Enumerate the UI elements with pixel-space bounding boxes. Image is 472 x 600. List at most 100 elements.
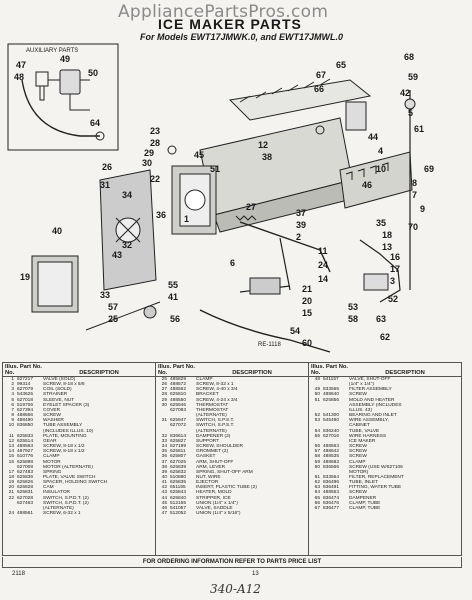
part-no: 625810	[170, 392, 187, 398]
part-description: VALVE, SADDLE	[196, 505, 233, 511]
illus-no: 25	[161, 377, 167, 382]
page-title: ICE MAKER PARTS	[158, 16, 302, 32]
part-no: 541057	[170, 505, 187, 511]
part-no: 543625	[17, 392, 34, 398]
part-no: 625833	[17, 433, 34, 439]
part-no: 512155	[170, 500, 187, 506]
illus-no: 54	[314, 428, 320, 434]
part-description: (INCLUDES ILLUS. 10)	[43, 428, 94, 434]
part-description: (ALTERNATE)	[196, 428, 227, 434]
illus-no: 20	[8, 485, 14, 491]
illus-no: 36	[161, 454, 167, 460]
part-description: SCREW	[349, 444, 367, 450]
header-description: DESCRIPTION	[385, 370, 425, 376]
illus-no: 4	[11, 392, 14, 398]
column-header: Illus. Part No. No. DESCRIPTION	[156, 363, 308, 377]
part-description: SUPPORT	[196, 438, 220, 444]
part-no: 833565	[323, 387, 340, 393]
part-description: DAMPENER	[349, 495, 377, 501]
part-description: CLAMP, TUBE	[349, 505, 381, 511]
part-description: TUBE, VALVE	[349, 428, 380, 434]
part-description: ARM, LEVER	[196, 464, 226, 470]
illus-no: 14	[8, 449, 14, 455]
illus-no: 27	[161, 387, 167, 393]
callout-24: 24	[318, 260, 328, 270]
part-description: NUT, WIRE	[196, 474, 221, 480]
callout-40: 40	[52, 226, 62, 236]
part-description: THERMOSTAT	[196, 407, 229, 413]
illus-no: 16	[8, 459, 14, 465]
part-no: 627483	[17, 469, 34, 475]
callout-30: 30	[142, 158, 152, 168]
callout-25: 25	[108, 314, 118, 324]
callout-33: 33	[100, 290, 110, 300]
part-description: HEATER, MOLD	[196, 490, 232, 496]
callout-48: 48	[14, 72, 24, 82]
part-description: INSULATOR	[43, 490, 71, 496]
callout-49: 49	[60, 54, 70, 64]
callout-13: 13	[382, 242, 392, 252]
part-no: 488562	[170, 387, 187, 393]
part-description: VALVE (SOLD)	[43, 377, 76, 382]
table-row: (ALTERNATE)	[156, 429, 308, 434]
callout-45: 45	[194, 150, 204, 160]
callout-62: 62	[380, 332, 390, 342]
part-description: GROMMET (2)	[196, 449, 229, 455]
part-no: 487927	[17, 449, 34, 455]
part-description: SCREW	[349, 490, 367, 496]
part-description: MOTOR	[43, 459, 61, 465]
callout-1: 1	[184, 214, 189, 224]
part-no: 488683	[323, 459, 340, 465]
illus-no: 56	[314, 444, 320, 450]
callout-8: 8	[412, 178, 417, 188]
callout-41: 41	[168, 292, 178, 302]
part-description: SCREW, 8-18 x 1/2	[43, 444, 85, 450]
part-no: 625839	[170, 464, 187, 470]
illus-no: 38	[161, 464, 167, 470]
illus-no: 44	[161, 495, 167, 501]
part-description: SPACER, HOLDING SWITCH	[43, 480, 108, 486]
part-no: 627028	[17, 495, 34, 501]
illus-no: 1	[11, 377, 14, 382]
part-description: WIRE HARNESS	[349, 433, 387, 439]
callout-61: 61	[414, 124, 424, 134]
part-description: FILTER ASSEMBLY	[349, 387, 392, 393]
part-description: MOLD AND HEATER	[349, 397, 395, 403]
part-description: DAMPENER (2)	[196, 433, 231, 439]
part-no: 627083	[170, 407, 187, 413]
part-description: SLEEVE, NUT	[43, 397, 75, 403]
part-description: UNION (1/4" x 5/16")	[196, 511, 241, 517]
aux-callouts: 47 49 48 50 64	[14, 54, 100, 128]
illus-no: 51	[314, 397, 320, 403]
header-illus-part-no: Illus. Part No. No.	[158, 364, 196, 376]
part-description: ARM, SHUT-OFF	[196, 459, 234, 465]
illus-no: 28	[161, 392, 167, 398]
illus-no: 5	[11, 397, 14, 403]
part-description: PLATE, MOUNTING	[43, 433, 87, 439]
part-description: GEAR	[43, 438, 57, 444]
part-no: 836496	[323, 480, 340, 486]
part-description: WIRE ASSEMBLY,	[349, 418, 389, 424]
illus-no: 32	[161, 433, 167, 439]
callout-5: 5	[408, 108, 413, 118]
illus-no: 9	[11, 418, 14, 424]
part-no: 625827	[170, 438, 187, 444]
part-no: 99314	[17, 382, 31, 388]
